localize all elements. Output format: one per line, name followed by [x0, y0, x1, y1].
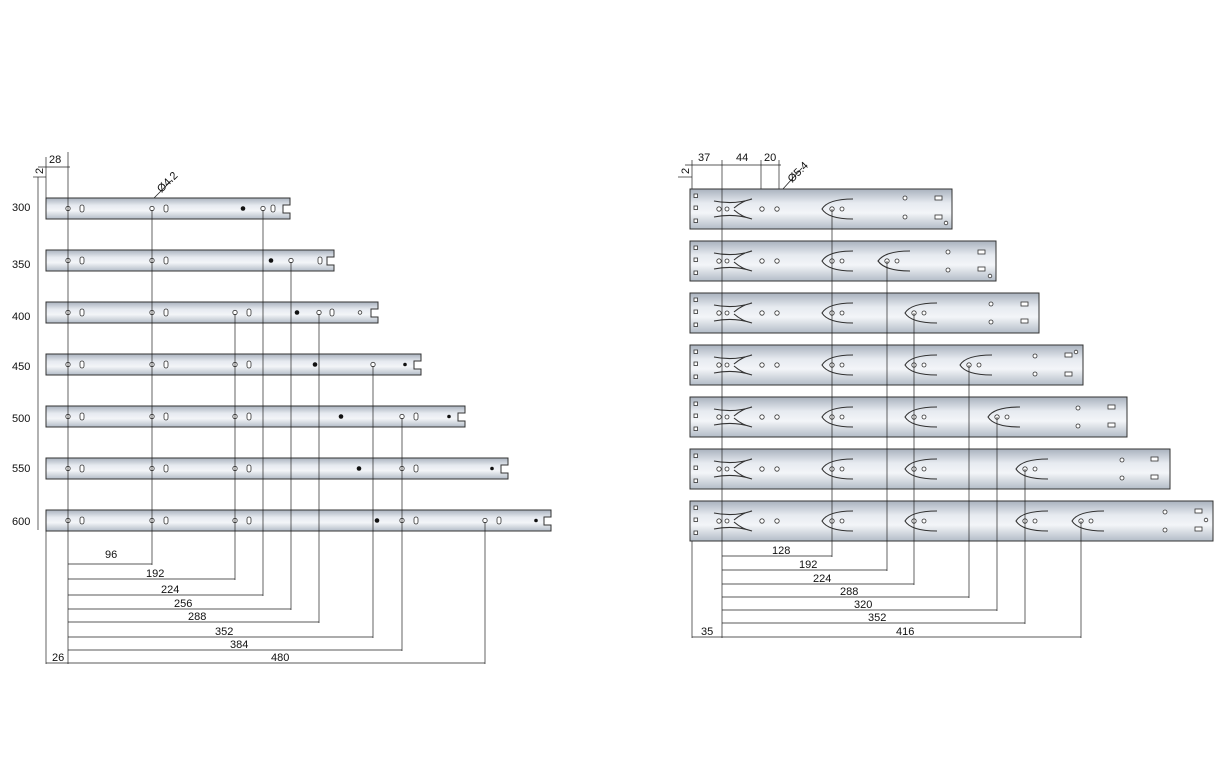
- left-dim-28: 28: [49, 154, 61, 166]
- left-dim-hole-diameter: Ø4.2: [155, 170, 180, 195]
- length-label: 400: [12, 311, 30, 323]
- right-panel: 2 37 44 20 Ø5.4: [678, 152, 1214, 638]
- left-panel: 2 28 Ø4.2 300 350 400: [12, 152, 552, 664]
- left-rail-550: 550: [12, 457, 509, 480]
- dim-224: 224: [813, 573, 831, 585]
- left-rail-500: 500: [12, 405, 466, 428]
- dim-192: 192: [146, 568, 164, 580]
- right-dim-20: 20: [764, 152, 776, 164]
- right-rail-2: [689, 240, 997, 282]
- dim-288: 288: [840, 586, 858, 598]
- dim-offset-35: 35: [701, 626, 713, 638]
- dim-192: 192: [799, 559, 817, 571]
- left-dim-2: 2: [34, 168, 46, 174]
- dim-128: 128: [772, 545, 790, 557]
- left-rail-300: 300: [12, 197, 291, 220]
- left-bottom-dimensions: 96 192 224 256 288 352 384 480 26: [46, 549, 485, 664]
- right-bottom-dimensions: 128 192 224 288 320 352 416 35: [692, 545, 1081, 638]
- right-rail-5: [689, 396, 1128, 438]
- left-rail-400: 400: [12, 301, 379, 324]
- right-rail-4: [689, 344, 1084, 386]
- left-rail-600: 600: [12, 509, 552, 532]
- left-extension-lines: [45, 198, 486, 664]
- right-rail-7: [689, 500, 1214, 542]
- right-rail-6: [689, 448, 1171, 490]
- dim-352: 352: [868, 612, 886, 624]
- right-dim-37: 37: [698, 152, 710, 164]
- dim-384: 384: [230, 639, 248, 651]
- left-rail-450: 450: [12, 353, 422, 376]
- dim-288: 288: [188, 611, 206, 623]
- right-top-dimensions: 2 37 44 20 Ø5.4: [678, 152, 811, 191]
- length-label: 600: [12, 516, 30, 528]
- dim-352: 352: [215, 626, 233, 638]
- right-rail-1: [689, 188, 953, 230]
- right-rail-3: [689, 292, 1040, 334]
- right-extension-lines: [691, 189, 1082, 638]
- length-label: 450: [12, 361, 30, 373]
- dim-480: 480: [271, 652, 289, 664]
- dim-256: 256: [174, 598, 192, 610]
- dim-224: 224: [161, 584, 179, 596]
- length-label: 350: [12, 259, 30, 271]
- length-label: 500: [12, 413, 30, 425]
- length-label: 550: [12, 463, 30, 475]
- right-dim-44: 44: [736, 152, 748, 164]
- right-dim-2: 2: [680, 168, 692, 174]
- dim-offset-26: 26: [52, 652, 64, 664]
- right-dim-hole-diameter: Ø5.4: [786, 160, 811, 185]
- dim-320: 320: [854, 599, 872, 611]
- dim-416: 416: [896, 626, 914, 638]
- left-rail-350: 350: [12, 249, 335, 272]
- length-label: 300: [12, 202, 30, 214]
- dim-96: 96: [105, 549, 117, 561]
